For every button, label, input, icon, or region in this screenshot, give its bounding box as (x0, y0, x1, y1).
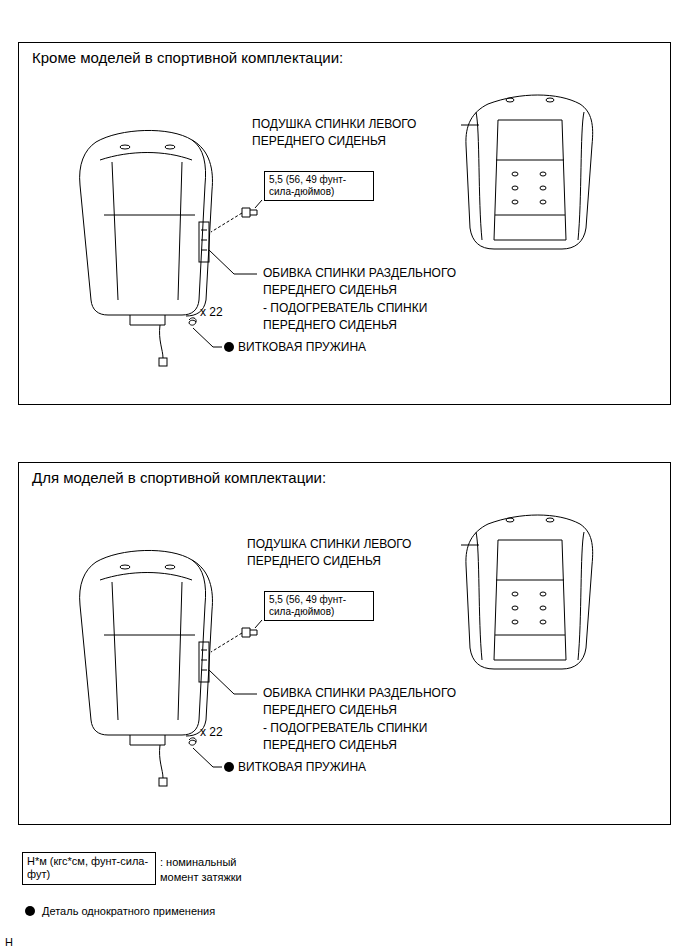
illustration-line (466, 95, 593, 249)
illustration-line (578, 112, 584, 240)
illustration-line (512, 200, 518, 204)
illustration-line (130, 315, 165, 325)
illustration-line (495, 160, 565, 215)
illustration-line (540, 172, 546, 176)
illustration-line (242, 208, 250, 217)
panel-heading: Для моделей в спортивной комплектации: (32, 469, 657, 487)
part-name: - ПОДОГРЕВАТЕЛЬ СПИНКИ ПЕРЕДНЕГО СИДЕНЬЯ (263, 300, 491, 334)
illustration-line (209, 250, 257, 274)
illustration-line (165, 145, 175, 149)
illustration-line (250, 210, 257, 215)
illustration-line (159, 358, 167, 366)
panel-heading: Кроме моделей в спортивной комплектации: (32, 49, 657, 67)
part-name: ОБИВКА СПИНКИ РАЗДЕЛЬНОГО ПЕРЕДНЕГО СИДЕ… (263, 265, 491, 299)
legend-dot (25, 906, 35, 916)
illustration-line (80, 130, 206, 315)
figure-id: H (5, 934, 25, 951)
legend-text: Деталь однократного применения (42, 904, 302, 919)
part-name: ПОДУШКА СПИНКИ ЛЕВОГО ПЕРЕДНЕГО СИДЕНЬЯ (252, 116, 457, 150)
quantity: x 22 (200, 724, 240, 741)
part-name: ПОДУШКА СПИНКИ ЛЕВОГО ПЕРЕДНЕГО СИДЕНЬЯ (247, 536, 452, 570)
part-name: ВИТКОВАЯ ПРУЖИНА (238, 339, 438, 356)
illustration-line (112, 162, 118, 300)
illustration-line (512, 186, 518, 190)
illustration-line (466, 95, 593, 249)
torque-value: 5,5 (56, 49 фунт-сила-дюймов) (269, 174, 369, 198)
torque-value: Н*м (кгс*см, фунт-сила-фут) (27, 855, 151, 881)
illustration-line (224, 342, 234, 352)
part-name: ОБИВКА СПИНКИ РАЗДЕЛЬНОГО ПЕРЕДНЕГО СИДЕ… (263, 685, 491, 719)
illustration-line (211, 213, 242, 232)
illustration-line (201, 230, 207, 250)
illustration-line (199, 222, 209, 262)
illustration-line (160, 325, 163, 358)
illustration-line (186, 140, 212, 316)
illustration-line (512, 172, 518, 176)
legend-text: : номинальный момент затяжки (160, 855, 275, 885)
illustration-line (546, 98, 554, 102)
part-name: - ПОДОГРЕВАТЕЛЬ СПИНКИ ПЕРЕДНЕГО СИДЕНЬЯ (263, 720, 491, 754)
seat-illustration (80, 95, 593, 366)
illustration-line (540, 200, 546, 204)
torque-value: 5,5 (56, 49 фунт-сила-дюймов) (269, 594, 369, 618)
legend-torque-box: Н*м (кгс*см, фунт-сила-фут) (22, 852, 156, 885)
torque-box: 5,5 (56, 49 фунт-сила-дюймов) (264, 171, 374, 201)
illustration-line (100, 153, 192, 161)
illustration-line (189, 318, 196, 325)
illustration-line (540, 186, 546, 190)
seat-illustration (80, 515, 593, 786)
illustration-line (178, 162, 182, 300)
torque-box: 5,5 (56, 49 фунт-сила-дюймов) (264, 591, 374, 621)
illustration-line (255, 200, 262, 208)
illustration-line (120, 145, 130, 149)
part-name: ВИТКОВАЯ ПРУЖИНА (238, 759, 438, 776)
illustration-line (494, 120, 566, 240)
illustration-line (506, 98, 514, 102)
illustration-line (461, 125, 479, 126)
illustration-line (193, 328, 222, 347)
quantity: x 22 (200, 304, 240, 321)
illustration-line (476, 112, 482, 240)
illustration-line (104, 215, 195, 216)
